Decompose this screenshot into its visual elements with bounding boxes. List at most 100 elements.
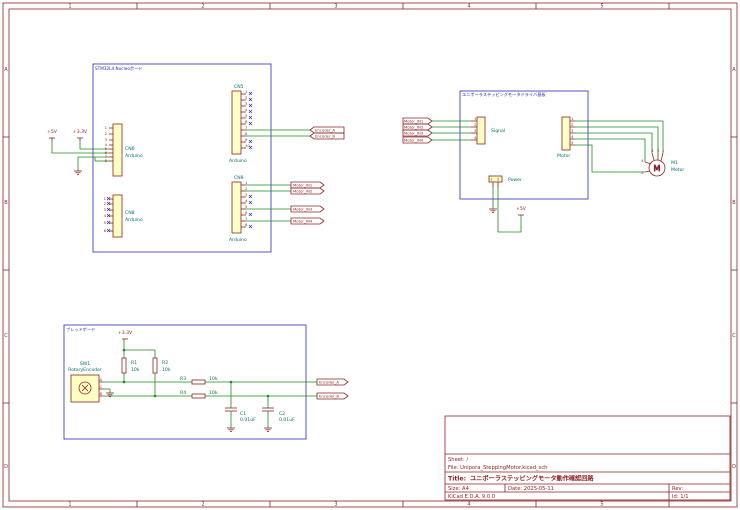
cn5-pin-5: 5 bbox=[245, 113, 248, 118]
connector-cn8[interactable]: 1 2 3 4 5 6 CN8 Arduino bbox=[104, 194, 143, 238]
svg-text:Motor_IN3: Motor_IN3 bbox=[293, 207, 313, 212]
svg-text:Motor_IN2: Motor_IN2 bbox=[404, 125, 424, 130]
connector-motor[interactable]: 1 2 3 4 5 Motor bbox=[557, 116, 575, 159]
svg-text:Encoder_A: Encoder_A bbox=[315, 128, 335, 133]
power-pin-2: 2 bbox=[497, 177, 500, 182]
cn6-pin-8: 8 bbox=[105, 158, 108, 163]
tb-size: Size: A4 bbox=[448, 486, 470, 492]
cn9-pin-8: 8 bbox=[245, 222, 248, 227]
ground-symbol-driver bbox=[489, 208, 497, 214]
wires-nucleo-labels bbox=[246, 129, 310, 222]
col-label-5-bottom: 5 bbox=[600, 502, 603, 508]
driver-board[interactable]: ユニポーラステッピングモータドライバ基板 Motor_IN1 Motor_IN2… bbox=[402, 90, 589, 233]
nucleo-board[interactable]: STM32L4 Nucleoボード +5V +3.3V bbox=[47, 63, 345, 253]
breadboard[interactable]: ブレッドボード +3.3V bbox=[63, 324, 349, 440]
driver-board-title: ユニポーラステッピングモータドライバ基板 bbox=[462, 91, 546, 98]
cn8-pin-4: 4 bbox=[104, 213, 107, 218]
cn8-ref: CN8 bbox=[125, 210, 135, 216]
signal-pin-stubs bbox=[471, 120, 477, 141]
label-encoder-b-breadboard[interactable]: Encoder_B bbox=[316, 392, 349, 400]
nucleo-board-title: STM32L4 Nucleoボード bbox=[95, 65, 142, 71]
cn9-value: Arduino bbox=[229, 237, 247, 243]
tb-date: Date: 2025-05-11 bbox=[508, 486, 554, 492]
resistor-r2[interactable]: R2 10k bbox=[152, 357, 171, 374]
cn6-ref: CN6 bbox=[125, 146, 135, 152]
connector-signal[interactable]: 1 2 3 4 Signal bbox=[471, 116, 505, 145]
label-motor-in1-driver[interactable]: Motor_IN1 bbox=[402, 117, 433, 125]
cn9-pin-2: 2 bbox=[245, 186, 248, 191]
motor-connector-pin-5: 5 bbox=[571, 140, 574, 145]
capacitor-c2[interactable]: C2 0.01uF bbox=[262, 407, 295, 433]
cn6-pin-3: 3 bbox=[105, 137, 108, 142]
rotary-encoder-sw1[interactable]: SW1 RotaryEncoder A C B bbox=[68, 361, 103, 403]
label-motor-in4-driver[interactable]: Motor_IN4 bbox=[402, 136, 433, 144]
connector-cn5[interactable]: CN5 1 2 3 4 5 6 7 8 9 10 Arduino bbox=[229, 84, 253, 164]
cn6-pin-6: 6 bbox=[105, 150, 108, 155]
label-encoder-a-nucleo[interactable]: Encoder_A bbox=[309, 126, 345, 134]
label-encoder-b-nucleo[interactable]: Encoder_B bbox=[309, 132, 345, 140]
label-motor-in1-nucleo[interactable]: Motor_IN1 bbox=[290, 181, 325, 189]
sw1-pin-c: C bbox=[100, 384, 103, 389]
connector-cn6[interactable]: 1 2 3 4 5 6 7 8 CN6 Arduino bbox=[105, 123, 143, 177]
c1-ref: C1 bbox=[240, 411, 246, 417]
svg-text:Encoder_B: Encoder_B bbox=[319, 394, 339, 399]
cn8-pin-3: 3 bbox=[104, 207, 107, 212]
label-motor-in3-nucleo[interactable]: Motor_IN3 bbox=[290, 205, 325, 213]
wires-cn6 bbox=[51, 141, 109, 171]
resistor-r3[interactable]: R3 10k bbox=[180, 376, 218, 385]
cn5-pin-1: 1 bbox=[245, 89, 248, 94]
col-label-1-top: 1 bbox=[68, 4, 71, 10]
motor-symbol: M bbox=[654, 164, 661, 173]
label-motor-in3-driver[interactable]: Motor_IN3 bbox=[402, 129, 433, 137]
resistor-r1[interactable]: R1 10k bbox=[121, 357, 140, 374]
cn5-pin-2: 2 bbox=[245, 95, 248, 100]
c2-ref: C2 bbox=[279, 411, 285, 417]
cn8-pin-6: 6 bbox=[104, 228, 107, 233]
cn6-pin-1: 1 bbox=[105, 125, 108, 130]
r1-value: 10k bbox=[131, 367, 140, 373]
svg-text:Motor_IN2: Motor_IN2 bbox=[293, 189, 313, 194]
r2-ref: R2 bbox=[162, 360, 168, 366]
r3-ref: R3 bbox=[180, 376, 186, 382]
signal-pin-2: 2 bbox=[474, 122, 477, 127]
r4-value: 10k bbox=[209, 390, 218, 396]
cn8-no-connect-marks bbox=[106, 196, 111, 233]
power-connector-label: Power bbox=[508, 177, 522, 183]
motor-m1[interactable]: M 1 2 3 4 5 M1 Motor bbox=[575, 120, 684, 177]
motor-pin-1: 1 bbox=[662, 148, 665, 153]
cn5-pin-4: 4 bbox=[245, 107, 248, 112]
encoder-knob-icon bbox=[78, 381, 92, 395]
cn6-pin-5: 5 bbox=[105, 146, 108, 151]
signal-pin-4: 4 bbox=[474, 135, 477, 140]
ground-symbol-c2 bbox=[264, 427, 272, 433]
connector-cn9[interactable]: CN9 1 2 3 4 5 6 7 8 Arduino bbox=[229, 175, 253, 243]
capacitor-c1[interactable]: C1 0.01uF bbox=[225, 407, 256, 433]
motor-connector-pin-2: 2 bbox=[571, 122, 574, 127]
col-label-4-bottom: 4 bbox=[467, 502, 470, 508]
signal-connector-label: Signal bbox=[491, 128, 505, 134]
motor-pin-4: 4 bbox=[641, 158, 644, 163]
cn9-pin-7: 7 bbox=[245, 216, 248, 221]
r2-value: 10k bbox=[162, 367, 171, 373]
resistor-r4[interactable]: R4 10k bbox=[180, 390, 218, 399]
connector-power[interactable]: 1 2 Power bbox=[488, 175, 522, 188]
ground-symbol-c1 bbox=[227, 427, 235, 433]
label-motor-in2-driver[interactable]: Motor_IN2 bbox=[402, 123, 433, 131]
cn5-pin-8: 8 bbox=[245, 131, 248, 136]
c1-value: 0.01uF bbox=[240, 417, 256, 423]
label-encoder-a-breadboard[interactable]: Encoder_A bbox=[316, 378, 349, 386]
junction-dots bbox=[122, 348, 270, 398]
tb-title: ユニポーラステッピングモータ動作確認回路 bbox=[470, 475, 594, 483]
label-motor-in4-nucleo[interactable]: Motor_IN4 bbox=[290, 217, 325, 225]
row-label-c-left: C bbox=[4, 333, 8, 339]
tb-title-label: Title: bbox=[448, 476, 466, 483]
svg-text:Motor_IN4: Motor_IN4 bbox=[293, 219, 313, 224]
cn6-pin-2: 2 bbox=[105, 131, 108, 136]
sw1-value: RotaryEncoder bbox=[68, 367, 102, 373]
label-motor-in2-nucleo[interactable]: Motor_IN2 bbox=[290, 187, 325, 195]
cn5-pin-10: 10 bbox=[245, 143, 250, 148]
col-label-2-bottom: 2 bbox=[201, 502, 204, 508]
tb-tool: KiCad E.D.A. 9.0.0 bbox=[448, 494, 495, 500]
